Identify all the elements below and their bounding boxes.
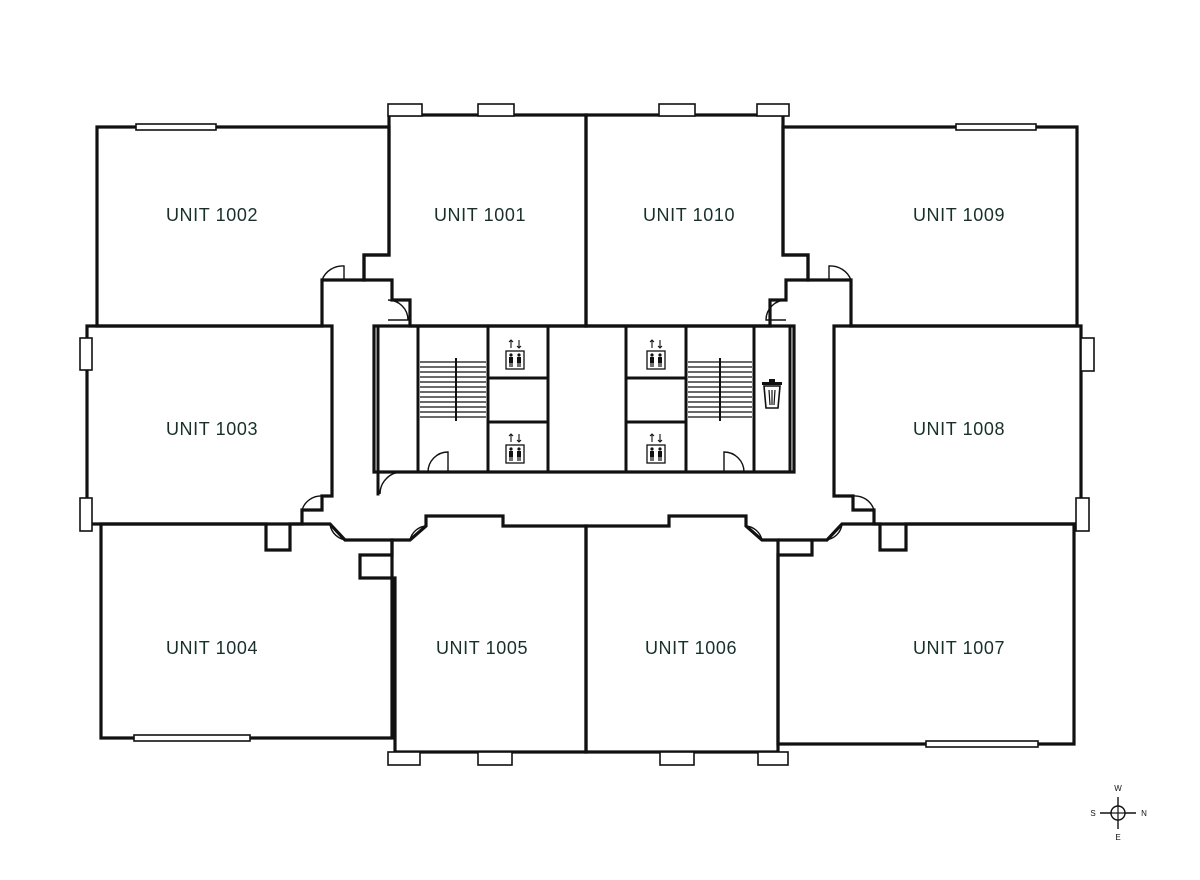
unit-1002-outline[interactable] (95, 125, 391, 328)
trash-icon (762, 379, 782, 409)
core-outline (372, 324, 796, 474)
elevator-icon (505, 433, 525, 464)
unit-labels: UNIT 1002 UNIT 1001 UNIT 1010 UNIT 1009 … (166, 205, 1005, 658)
compass-east-label: E (1115, 833, 1120, 842)
unit-1006-outline[interactable] (584, 514, 780, 754)
unit-1009-label: UNIT 1009 (913, 205, 1005, 225)
elevator-icon (646, 339, 666, 370)
elevator-icon (646, 433, 666, 464)
unit-1008-label: UNIT 1008 (913, 419, 1005, 439)
unit-1007-label: UNIT 1007 (913, 638, 1005, 658)
compass-north-label: N (1141, 809, 1147, 818)
unit-1010-label: UNIT 1010 (643, 205, 735, 225)
unit-1009-outline[interactable] (781, 125, 1079, 328)
unit-1005-label: UNIT 1005 (436, 638, 528, 658)
unit-1001-label: UNIT 1001 (434, 205, 526, 225)
stairs-icon (420, 358, 486, 421)
unit-1007-outline[interactable] (776, 522, 1076, 746)
doors (301, 265, 875, 541)
unit-1004-label: UNIT 1004 (166, 638, 258, 658)
unit-1006-label: UNIT 1006 (645, 638, 737, 658)
compass-west-label: W (1114, 784, 1122, 793)
compass-rose: W E S N (1090, 784, 1147, 842)
stairs-icon (688, 358, 752, 421)
unit-1004-outline[interactable] (99, 522, 394, 740)
unit-1003-label: UNIT 1003 (166, 419, 258, 439)
building-core (372, 324, 796, 496)
compass-south-label: S (1090, 809, 1095, 818)
unit-1005-outline[interactable] (358, 514, 588, 754)
windows (79, 103, 1095, 766)
elevator-icon (505, 339, 525, 370)
unit-1002-label: UNIT 1002 (166, 205, 258, 225)
